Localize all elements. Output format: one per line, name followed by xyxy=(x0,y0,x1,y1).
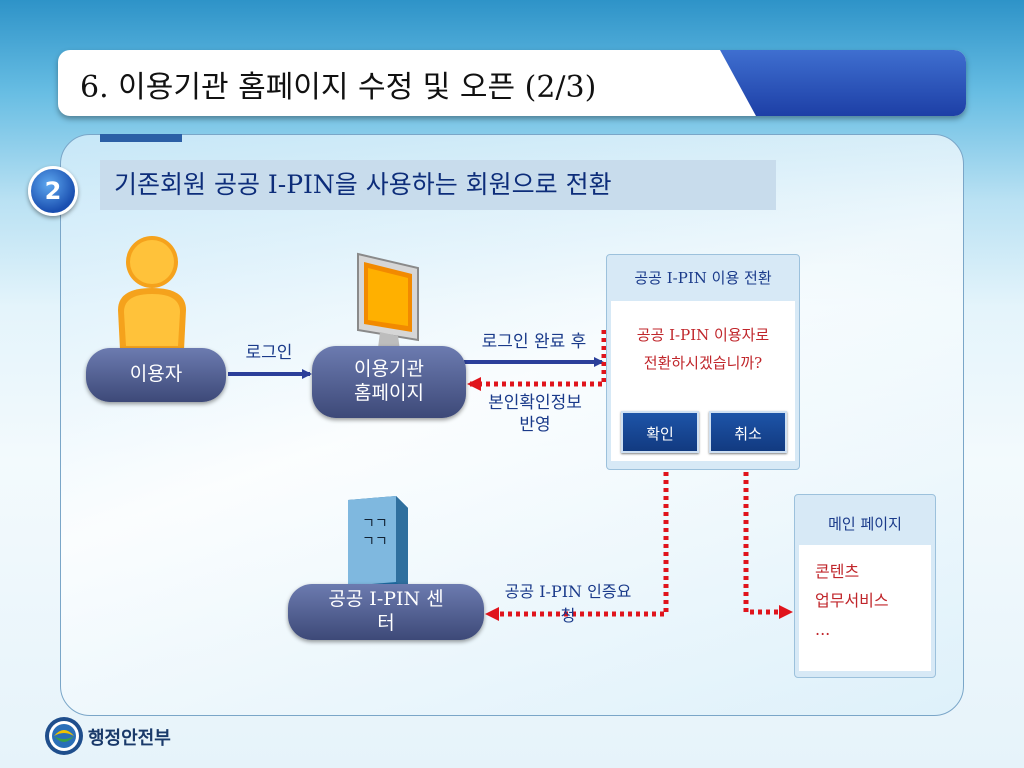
auth-request-line2: 청 xyxy=(560,606,576,625)
cancel-button[interactable]: 취소 xyxy=(709,411,787,453)
title-bar: 6. 이용기관 홈페이지 수정 및 오픈 (2/3) xyxy=(58,50,966,116)
main-page-item: ... xyxy=(815,620,831,639)
arrow-identity-reflect xyxy=(467,330,607,391)
dialog-message: 공공 I-PIN 이용자로 전환하시겠습니까? xyxy=(611,321,795,377)
dialog-message-line1: 공공 I-PIN 이용자로 xyxy=(636,326,770,344)
dialog-message-line2: 전환하시겠습니까? xyxy=(643,354,763,372)
user-node-label: 이용자 xyxy=(129,363,183,386)
identity-reflect-line2: 반영 xyxy=(519,415,551,435)
ministry-name: 행정안전부 xyxy=(88,728,171,749)
server-icon: ㄱㄱ ㄱㄱ xyxy=(348,496,408,596)
monitor-icon xyxy=(357,252,419,350)
svg-text:ㄱㄱ: ㄱㄱ xyxy=(362,516,388,532)
edge-label-login-complete: 로그인 완료 후 xyxy=(481,332,587,352)
panel-tab-mark xyxy=(100,134,182,142)
confirm-button[interactable]: 확인 xyxy=(621,411,699,453)
main-page-item: 업무서비스 xyxy=(815,591,889,610)
ministry-emblem-icon xyxy=(45,717,83,755)
dialog-body: 공공 I-PIN 이용자로 전환하시겠습니까? 확인 취소 xyxy=(611,301,795,461)
main-page-item: 콘텐츠 xyxy=(815,562,860,581)
main-page-body: 콘텐츠 업무서비스 ... xyxy=(799,545,931,671)
homepage-node: 이용기관 홈페이지 xyxy=(312,346,466,418)
title-bar-accent xyxy=(720,50,966,116)
ipin-center-node: 공공 I-PIN 센 터 xyxy=(288,584,484,640)
step-number-badge: 2 xyxy=(28,166,78,216)
homepage-node-line1: 이용기관 xyxy=(354,358,424,381)
user-node: 이용자 xyxy=(86,348,226,402)
arrow-to-main-page xyxy=(743,456,793,619)
main-page-box: 메인 페이지 콘텐츠 업무서비스 ... xyxy=(794,494,936,678)
ipin-center-line1: 공공 I-PIN 센 xyxy=(328,588,444,611)
page-title: 6. 이용기관 홈페이지 수정 및 오픈 (2/3) xyxy=(80,70,597,105)
ipin-conversion-dialog: 공공 I-PIN 이용 전환 공공 I-PIN 이용자로 전환하시겠습니까? 확… xyxy=(606,254,800,470)
step-heading: 기존회원 공공 I-PIN을 사용하는 회원으로 전환 xyxy=(100,160,776,210)
edge-label-auth-request: 공공 I-PIN 인증요 청 xyxy=(482,580,654,628)
ipin-center-line2: 터 xyxy=(377,612,395,634)
svg-text:ㄱㄱ: ㄱㄱ xyxy=(362,534,388,550)
edge-label-identity-reflect: 본인확인정보 반영 xyxy=(470,392,600,436)
dialog-title: 공공 I-PIN 이용 전환 xyxy=(634,269,772,287)
identity-reflect-line1: 본인확인정보 xyxy=(488,393,582,413)
auth-request-line1: 공공 I-PIN 인증요 xyxy=(504,582,632,601)
edge-label-login: 로그인 xyxy=(245,343,293,363)
main-page-list: 콘텐츠 업무서비스 ... xyxy=(815,557,889,644)
person-icon xyxy=(118,236,186,350)
homepage-node-line2: 홈페이지 xyxy=(354,382,424,404)
main-page-title: 메인 페이지 xyxy=(828,515,902,533)
